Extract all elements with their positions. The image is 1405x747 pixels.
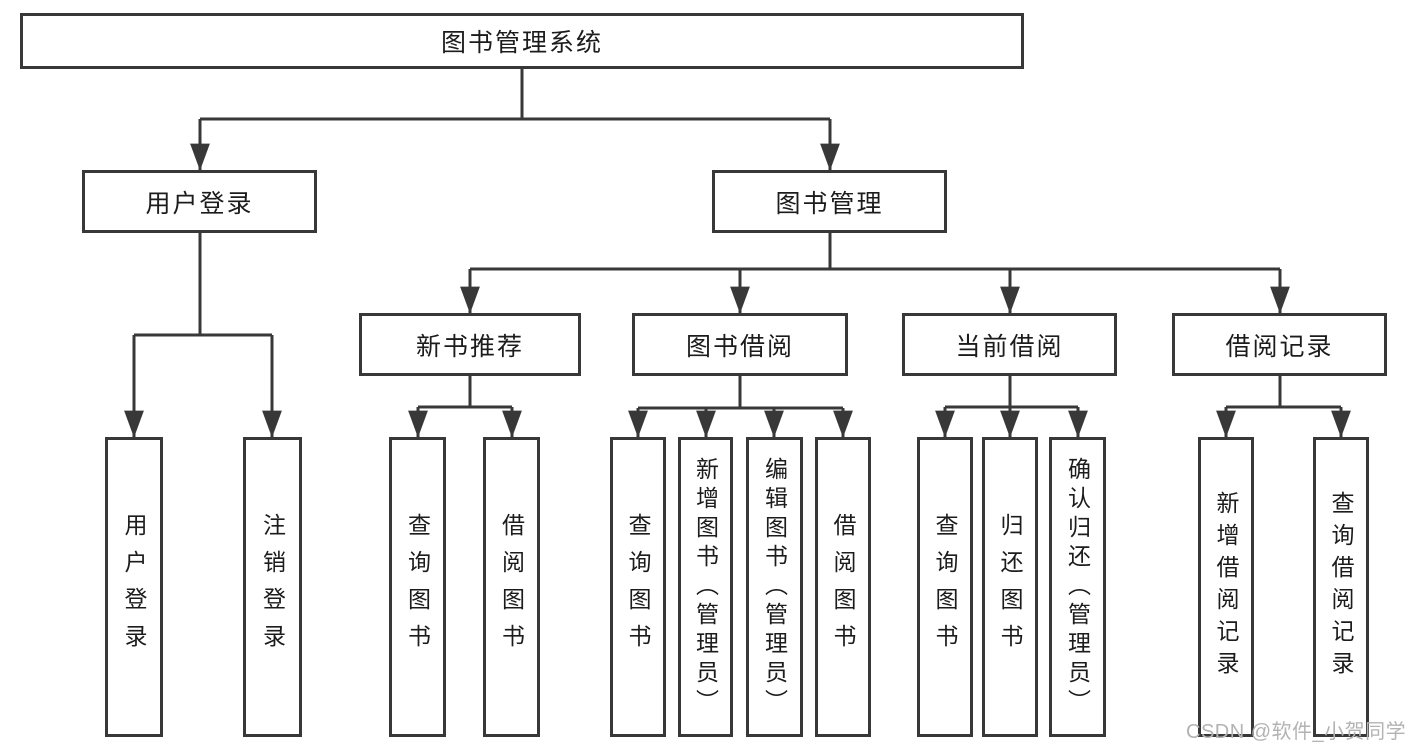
watermark: CSDN @软件_小贺同学: [1186, 721, 1405, 743]
leaf-borrow-books-borrowing: 借阅图书: [815, 437, 871, 737]
leaf-logout: 注销登录: [243, 437, 302, 737]
leaf-borrow-books-borrowing-label: 借阅图书: [830, 513, 856, 661]
node-library-system-label: 图书管理系统: [440, 29, 603, 57]
leaf-confirm-return-admin: 确认归还（管理员）: [1049, 437, 1106, 737]
leaf-query-borrow-record: 查询借阅记录: [1313, 437, 1369, 737]
leaf-user-login-label: 用户登录: [121, 513, 147, 661]
node-current-borrowing-label: 当前借阅: [955, 332, 1064, 361]
node-library-system: 图书管理系统: [20, 13, 1024, 69]
node-borrowing-records: 借阅记录: [1172, 313, 1387, 376]
node-book-management: 图书管理: [712, 170, 947, 233]
leaf-add-borrow-record: 新增借阅记录: [1198, 437, 1254, 737]
node-new-book-recommend: 新书推荐: [359, 313, 581, 376]
leaf-query-borrow-record-label: 查询借阅记录: [1328, 491, 1354, 683]
leaf-query-books-recommend: 查询图书: [389, 437, 446, 737]
leaf-add-books-admin: 新增图书（管理员）: [678, 437, 733, 737]
leaf-edit-books-admin-label: 编辑图书（管理员）: [761, 456, 788, 718]
node-user-login: 用户登录: [82, 170, 317, 233]
node-user-login-label: 用户登录: [145, 189, 254, 218]
leaf-query-books-recommend-label: 查询图书: [404, 513, 431, 661]
node-current-borrowing: 当前借阅: [902, 313, 1117, 376]
leaf-borrow-books-recommend-label: 借阅图书: [498, 513, 525, 661]
leaf-borrow-books-recommend: 借阅图书: [483, 437, 540, 737]
leaf-query-books-borrowing-label: 查询图书: [625, 513, 651, 661]
node-book-borrowing: 图书借阅: [632, 313, 848, 376]
leaf-query-books-current: 查询图书: [917, 437, 973, 737]
node-book-borrowing-label: 图书借阅: [685, 332, 794, 361]
leaf-confirm-return-admin-label: 确认归还（管理员）: [1064, 456, 1091, 718]
leaf-return-books-label: 归还图书: [997, 513, 1023, 661]
node-new-book-recommend-label: 新书推荐: [415, 332, 524, 361]
node-book-management-label: 图书管理: [775, 189, 884, 218]
leaf-user-login: 用户登录: [105, 437, 163, 737]
leaf-query-books-borrowing: 查询图书: [610, 437, 666, 737]
leaf-return-books: 归还图书: [982, 437, 1038, 737]
leaf-query-books-current-label: 查询图书: [932, 513, 958, 661]
node-borrowing-records-label: 借阅记录: [1225, 332, 1334, 361]
leaf-logout-label: 注销登录: [259, 513, 286, 661]
leaf-add-books-admin-label: 新增图书（管理员）: [692, 456, 719, 718]
leaf-edit-books-admin: 编辑图书（管理员）: [746, 437, 803, 737]
leaf-add-borrow-record-label: 新增借阅记录: [1213, 491, 1239, 683]
